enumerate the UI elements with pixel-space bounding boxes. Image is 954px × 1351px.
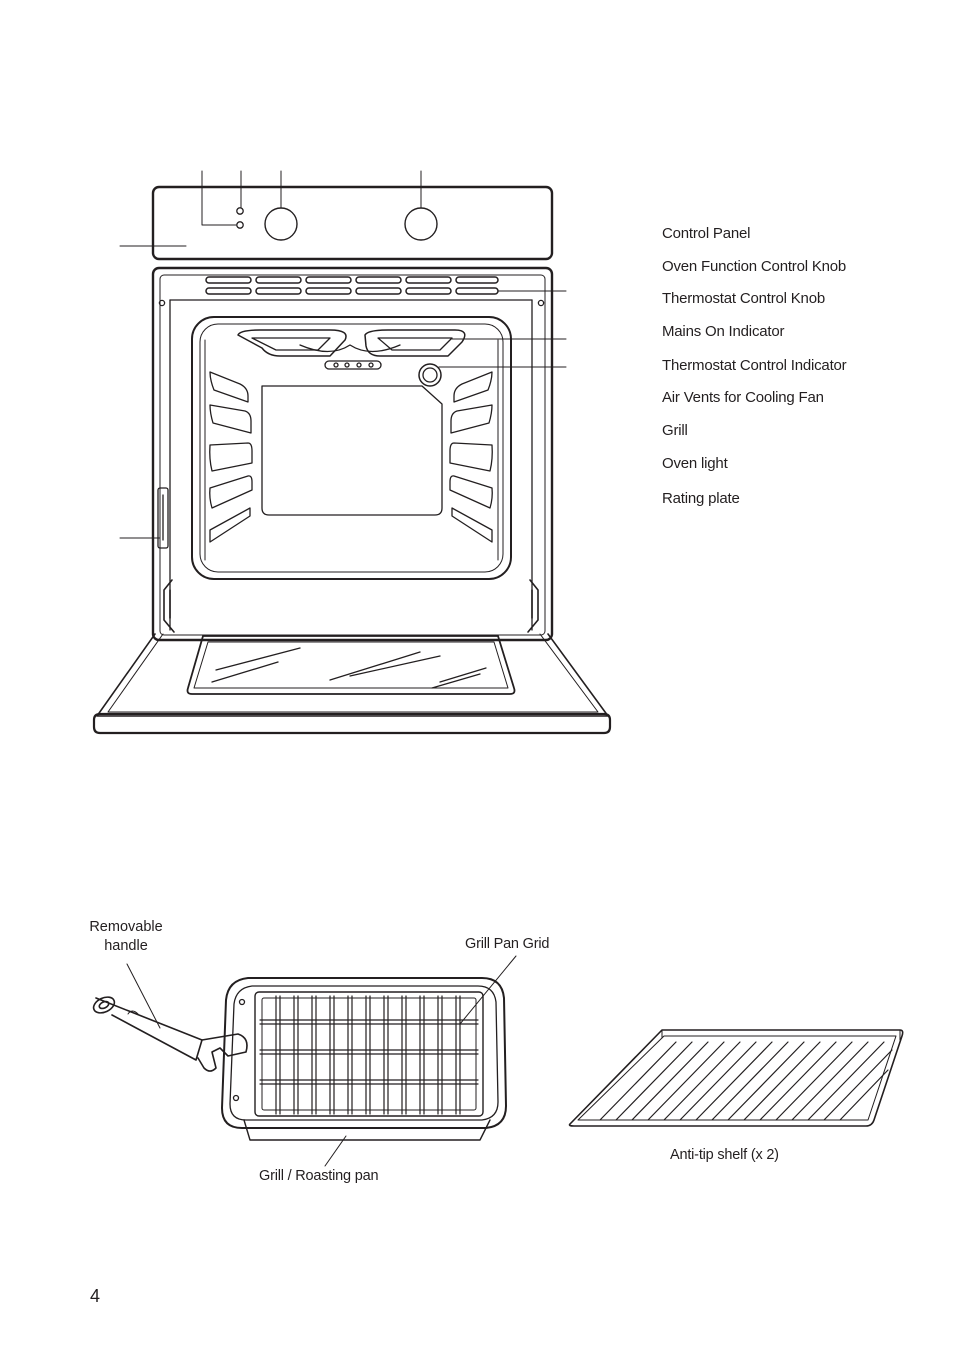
anti-tip-shelf [568,1029,904,1127]
grill-pan-grid [259,995,479,1115]
air-vents [205,276,499,295]
legend-oven-light: Oven light [662,455,728,472]
legend-mains-on-indicator: Mains On Indicator [662,323,785,340]
oven-door [92,633,612,735]
legend-thermostat-knob: Thermostat Control Knob [662,290,825,307]
grill-roasting-pan [221,977,507,1141]
oven-body [151,266,554,642]
removable-handle-label: Removable handle [89,919,163,954]
legend-oven-function-knob: Oven Function Control Knob [662,258,847,275]
legend-control-panel: Control Panel [662,225,751,242]
grill-roasting-pan-label: Grill / Roasting pan [259,1168,379,1184]
accessory-leader-lines [126,955,517,1167]
grill-pan-grid-label: Grill Pan Grid [465,936,550,952]
removable-handle [92,996,248,1072]
legend-grill: Grill [662,422,688,439]
page-number: 4 [90,1286,101,1306]
legend-thermostat-indicator: Thermostat Control Indicator [662,357,847,374]
legend-air-vents: Air Vents for Cooling Fan [662,389,824,406]
oven-cavity [191,316,512,580]
anti-tip-shelf-label: Anti-tip shelf (x 2) [670,1147,779,1163]
legend-rating-plate: Rating plate [662,490,740,507]
